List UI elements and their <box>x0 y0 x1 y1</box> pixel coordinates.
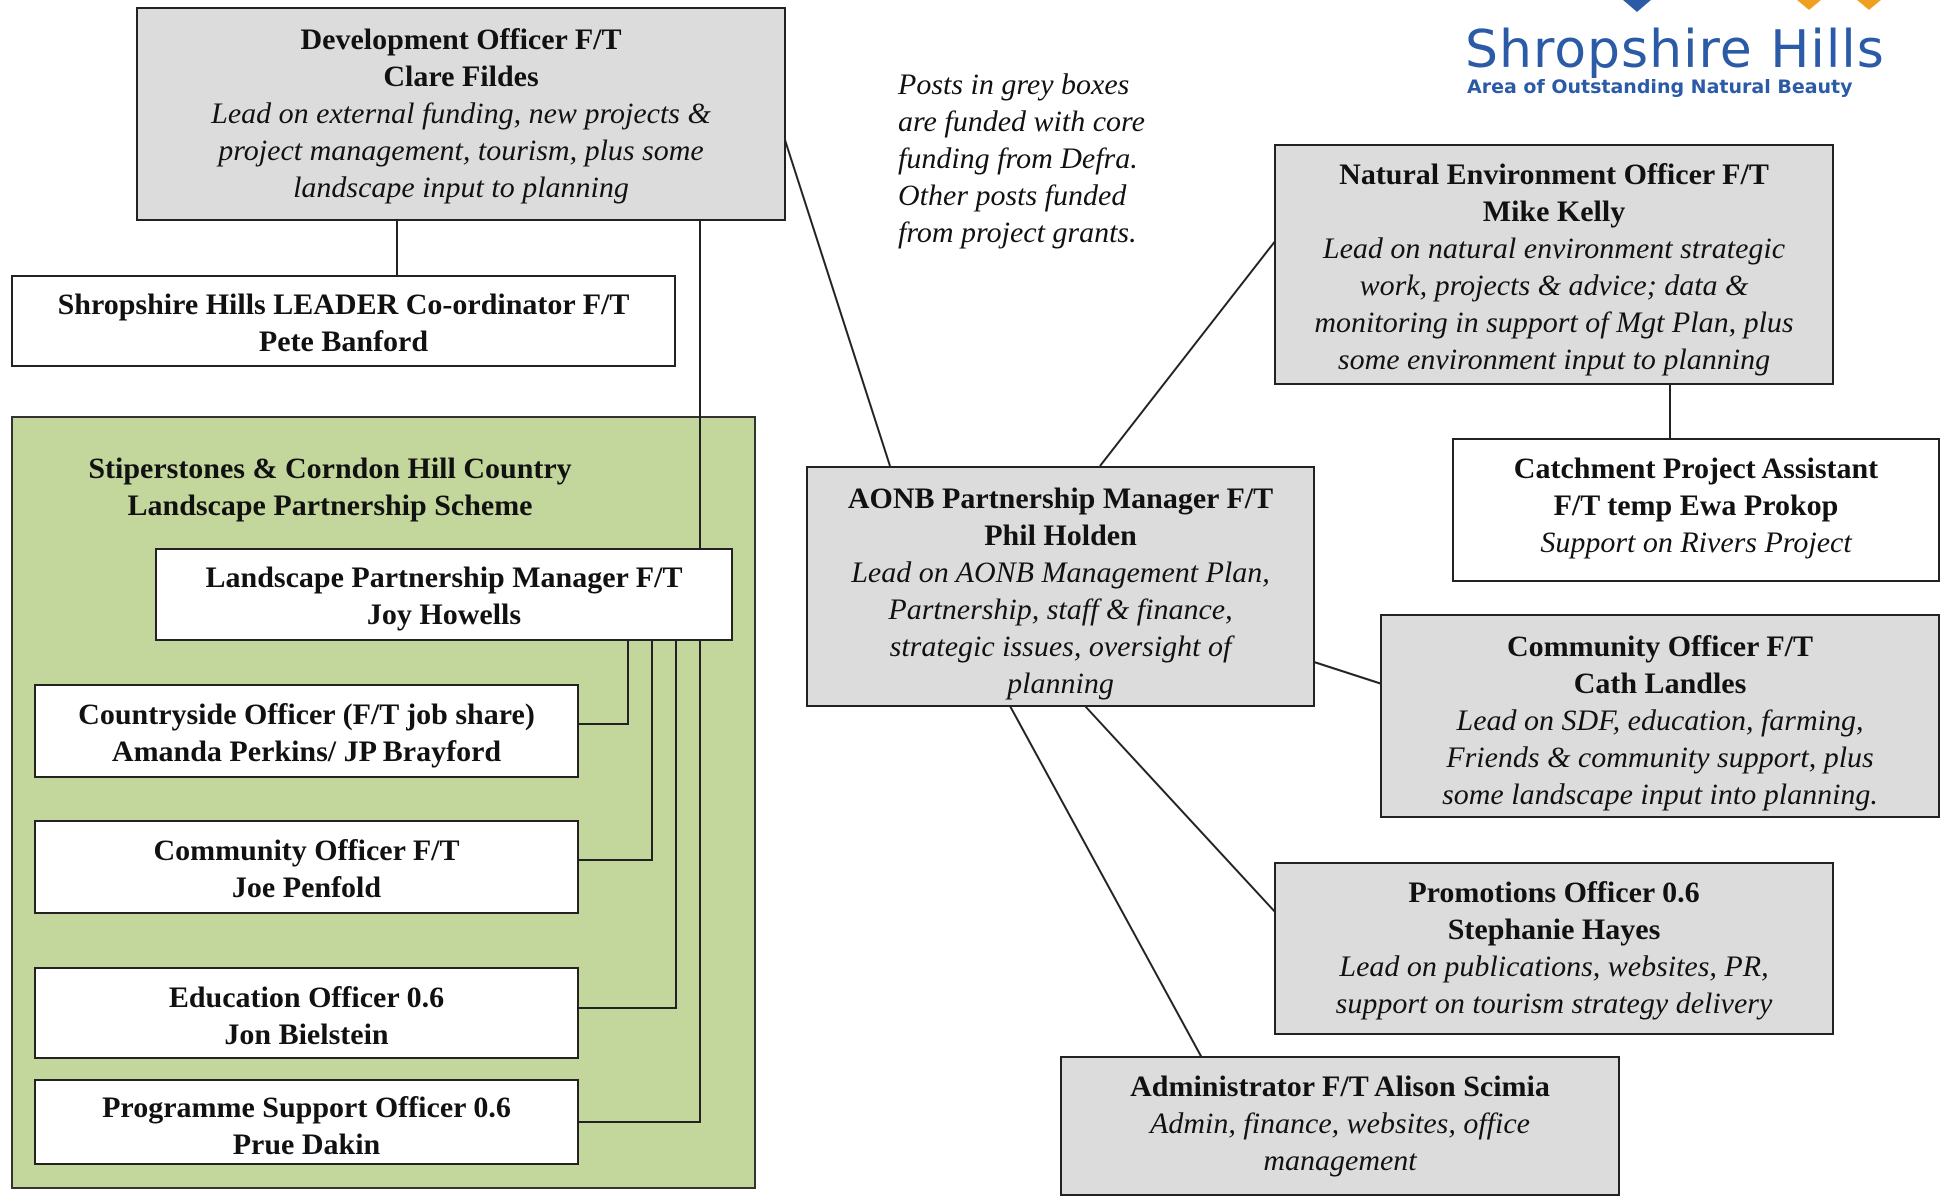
description-line: Support on Rivers Project <box>1540 526 1852 559</box>
description-line: Lead on SDF, education, farming, <box>1456 704 1864 737</box>
logo-wing-blue-icon <box>1623 0 1651 12</box>
panel-title-line: Landscape Partnership Scheme <box>127 489 533 522</box>
funding-note: Posts in grey boxes are funded with core… <box>898 66 1198 251</box>
shropshire-hills-logo: Shropshire Hills Area of Outstanding Nat… <box>1445 0 1885 112</box>
description-line: Lead on publications, websites, PR, <box>1339 950 1769 983</box>
panel-title: Stiperstones & Corndon Hill Country Land… <box>40 450 620 524</box>
role-label: Community Officer F/T <box>1506 630 1814 663</box>
person-name: Joe Penfold <box>231 871 382 904</box>
logo-wing-orange-icon <box>1797 0 1821 10</box>
connector-lpm-countryside <box>578 640 629 725</box>
role-label: Administrator F/T Alison Scimia <box>1130 1070 1550 1103</box>
role-label: Shropshire Hills LEADER Co-ordinator F/T <box>57 288 630 321</box>
note-line: funding from Defra. <box>898 142 1138 175</box>
description-line: Admin, finance, websites, office <box>1150 1107 1530 1140</box>
person-name: Joy Howells <box>366 598 522 631</box>
description-line: support on tourism strategy delivery <box>1335 987 1773 1020</box>
description-line: Lead on natural environment strategic <box>1322 232 1786 265</box>
logo-name: Shropshire Hills <box>1465 20 1885 80</box>
description-line: Lead on AONB Management Plan, <box>851 556 1270 589</box>
connector-lpm-programme <box>578 640 701 1123</box>
role-label: Promotions Officer 0.6 <box>1408 876 1700 909</box>
person-name: F/T temp Ewa Prokop <box>1553 489 1839 522</box>
role-label: Development Officer F/T <box>300 23 622 56</box>
role-label: AONB Partnership Manager F/T <box>847 482 1274 515</box>
aonb-partnership-manager-box: AONB Partnership Manager F/T Phil Holden… <box>806 466 1315 707</box>
leader-coordinator-box: Shropshire Hills LEADER Co-ordinator F/T… <box>11 275 676 367</box>
landscape-partnership-manager-box: Landscape Partnership Manager F/T Joy Ho… <box>155 548 733 641</box>
description-line: project management, tourism, plus some <box>218 134 704 167</box>
person-name: Stephanie Hayes <box>1447 913 1661 946</box>
education-officer-box: Education Officer 0.6 Jon Bielstein <box>34 967 579 1059</box>
natural-environment-officer-box: Natural Environment Officer F/T Mike Kel… <box>1274 144 1834 385</box>
connector-manager-community <box>1313 661 1383 685</box>
logo-subtitle: Area of Outstanding Natural Beauty <box>1467 76 1853 98</box>
role-label: Countryside Officer (F/T job share) <box>78 698 535 731</box>
description-line: planning <box>1007 667 1114 700</box>
role-label: Programme Support Officer 0.6 <box>102 1091 511 1124</box>
lp-community-officer-box: Community Officer F/T Joe Penfold <box>34 820 579 914</box>
connector-lpm-community <box>578 640 653 861</box>
description-line: landscape input to planning <box>293 171 629 204</box>
description-line: strategic issues, oversight of <box>889 630 1232 663</box>
administrator-box: Administrator F/T Alison Scimia Admin, f… <box>1060 1056 1620 1196</box>
note-line: are funded with core <box>898 105 1145 138</box>
description-line: some landscape input into planning. <box>1442 778 1878 811</box>
description-line: Lead on external funding, new projects & <box>211 97 711 130</box>
description-line: work, projects & advice; data & <box>1359 269 1749 302</box>
connector-manager-promotions <box>1084 705 1277 914</box>
connector-lpm-education <box>578 640 677 1009</box>
description-line: some environment input to planning <box>1337 343 1771 376</box>
person-name: Amanda Perkins/ JP Brayford <box>111 735 502 768</box>
community-officer-box: Community Officer F/T Cath Landles Lead … <box>1380 614 1940 818</box>
role-label: Education Officer 0.6 <box>168 981 445 1014</box>
connector-dev-manager <box>784 139 891 467</box>
countryside-officer-box: Countryside Officer (F/T job share) Aman… <box>34 684 579 778</box>
connector-manager-natural <box>1099 239 1277 467</box>
person-name: Pete Banford <box>258 325 429 358</box>
person-name: Cath Landles <box>1573 667 1747 700</box>
role-label: Community Officer F/T <box>153 834 460 867</box>
description-line: Friends & community support, plus <box>1446 741 1874 774</box>
note-line: Other posts funded <box>898 179 1127 212</box>
logo-wing-orange-2-icon <box>1857 0 1881 10</box>
note-line: from project grants. <box>898 216 1137 249</box>
development-officer-box: Development Officer F/T Clare Fildes Lea… <box>136 7 786 221</box>
description-line: management <box>1263 1144 1417 1177</box>
connector-manager-admin <box>1009 705 1203 1059</box>
person-name: Mike Kelly <box>1482 195 1626 228</box>
person-name: Prue Dakin <box>232 1128 381 1161</box>
note-line: Posts in grey boxes <box>898 68 1130 101</box>
description-line: monitoring in support of Mgt Plan, plus <box>1314 306 1794 339</box>
catchment-project-assistant-box: Catchment Project Assistant F/T temp Ewa… <box>1452 438 1940 582</box>
role-label: Catchment Project Assistant <box>1513 452 1879 485</box>
person-name: Jon Bielstein <box>224 1018 389 1051</box>
description-line: Partnership, staff & finance, <box>888 593 1233 626</box>
programme-support-officer-box: Programme Support Officer 0.6 Prue Dakin <box>34 1079 579 1165</box>
person-name: Phil Holden <box>984 519 1137 552</box>
landscape-partnership-panel <box>11 416 756 1189</box>
role-label: Natural Environment Officer F/T <box>1339 158 1769 191</box>
panel-title-line: Stiperstones & Corndon Hill Country <box>88 452 572 485</box>
person-name: Clare Fildes <box>383 60 539 93</box>
role-label: Landscape Partnership Manager F/T <box>205 561 683 594</box>
promotions-officer-box: Promotions Officer 0.6 Stephanie Hayes L… <box>1274 862 1834 1035</box>
